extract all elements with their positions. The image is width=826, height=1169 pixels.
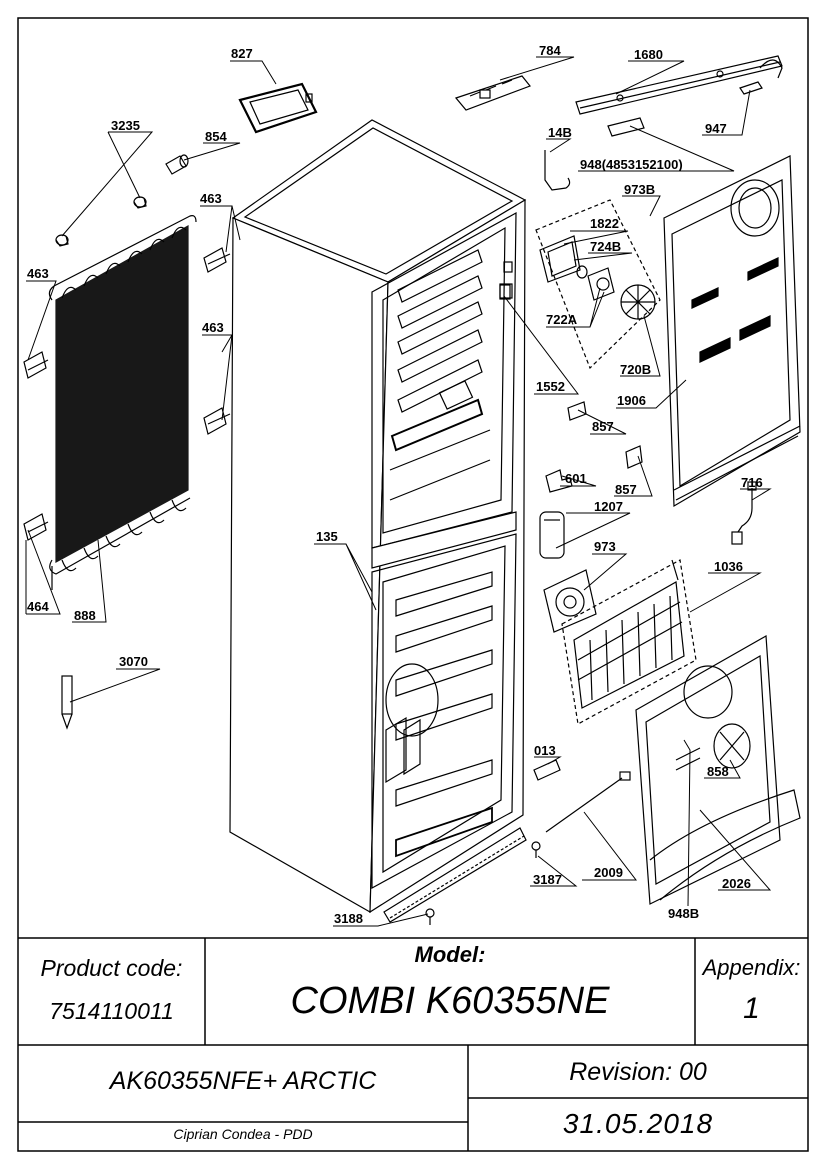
product-code-label: Product code:: [40, 955, 183, 981]
part-2009-drawing: [545, 771, 631, 833]
part-948-drawing: [607, 117, 645, 137]
part-label-854: 854: [205, 129, 227, 144]
part-463-clips-drawing: [23, 247, 231, 541]
part-1207-drawing: [539, 511, 565, 559]
part-label-716: 716: [741, 475, 763, 490]
part-label-2009: 2009: [594, 865, 623, 880]
part-label-3070: 3070: [119, 654, 148, 669]
part-3187-drawing: [531, 841, 541, 858]
part-label-973: 973: [594, 539, 616, 554]
model-label: Model:: [414, 942, 486, 967]
title-block-grid: [18, 937, 808, 1151]
part-827-drawing: [238, 82, 318, 134]
part-label-888: 888: [74, 608, 96, 623]
condenser-drawing: [48, 215, 197, 590]
part-label-464: 464: [27, 599, 49, 614]
part-label-1552: 1552: [536, 379, 565, 394]
part-label-3187: 3187: [533, 872, 562, 887]
revision-date: 31.05.2018: [562, 1108, 714, 1139]
appendix-value: 1: [743, 992, 760, 1025]
drawing-frame: [17, 17, 809, 1152]
model-value: COMBI K60355NE: [290, 980, 610, 1022]
fan-assembly-drawing: [535, 199, 661, 370]
part-3235-drawing: [55, 196, 147, 247]
part-label-784: 784: [539, 43, 561, 58]
part-label-135: 135: [316, 529, 338, 544]
part-label-827: 827: [231, 46, 253, 61]
part-label-858: 858: [707, 764, 729, 779]
part-label-14B: 14B: [548, 125, 572, 140]
part-label-720B: 720B: [620, 362, 651, 377]
part-label-3235: 3235: [111, 118, 140, 133]
part-labels: 827 784 1680 3235 854 947 14B 948(485315…: [27, 43, 763, 926]
part-label-463-left: 463: [27, 266, 49, 281]
cabinet-drawing: [229, 119, 527, 923]
part-label-1822: 1822: [590, 216, 619, 231]
part-1680-drawing: [575, 55, 783, 115]
part-947-drawing: [739, 81, 763, 95]
part-label-3188: 3188: [334, 911, 363, 926]
part-716-drawing: [731, 481, 757, 545]
part-1036-drawing: [561, 559, 697, 725]
part-14B-drawing: [544, 150, 571, 191]
part-label-2026: 2026: [722, 876, 751, 891]
variant-name: AK60355NFE+ ARCTIC: [109, 1067, 377, 1095]
part-label-463-right: 463: [202, 320, 224, 335]
part-854-drawing: [165, 154, 189, 175]
appendix-label: Appendix:: [702, 955, 801, 980]
part-label-948B: 948B: [668, 906, 699, 921]
leader-lines: [25, 56, 772, 927]
part-973-drawing: [543, 569, 597, 633]
part-label-857-b: 857: [615, 482, 637, 497]
part-label-601: 601: [565, 471, 587, 486]
product-code-value: 7514110011: [49, 998, 174, 1024]
drawing-parts: [23, 55, 801, 925]
part-label-1680: 1680: [634, 47, 663, 62]
part-label-1036: 1036: [714, 559, 743, 574]
part-label-947: 947: [705, 121, 727, 136]
part-label-1207: 1207: [594, 499, 623, 514]
part-label-013: 013: [534, 743, 556, 758]
part-3188-drawing: [425, 908, 435, 925]
part-label-857-a: 857: [592, 419, 614, 434]
upper-shelves: [389, 249, 491, 501]
part-1906-drawing: [663, 155, 801, 508]
part-label-722A: 722A: [546, 312, 578, 327]
part-2026-drawing: [635, 635, 801, 905]
part-label-724B: 724B: [590, 239, 621, 254]
part-013-drawing: [533, 759, 561, 781]
part-857-a-drawing: [567, 401, 587, 421]
author-name: Ciprian Condea - PDD: [173, 1126, 313, 1142]
revision: Revision: 00: [569, 1058, 707, 1086]
part-label-948: 948(4853152100): [580, 157, 683, 172]
part-label-463-top: 463: [200, 191, 222, 206]
freezer-drawers: [385, 571, 493, 858]
part-3070-drawing: [61, 675, 73, 730]
part-857-b-drawing: [625, 445, 643, 469]
part-label-973B: 973B: [624, 182, 655, 197]
part-label-1906: 1906: [617, 393, 646, 408]
part-784-drawing: [454, 75, 531, 111]
